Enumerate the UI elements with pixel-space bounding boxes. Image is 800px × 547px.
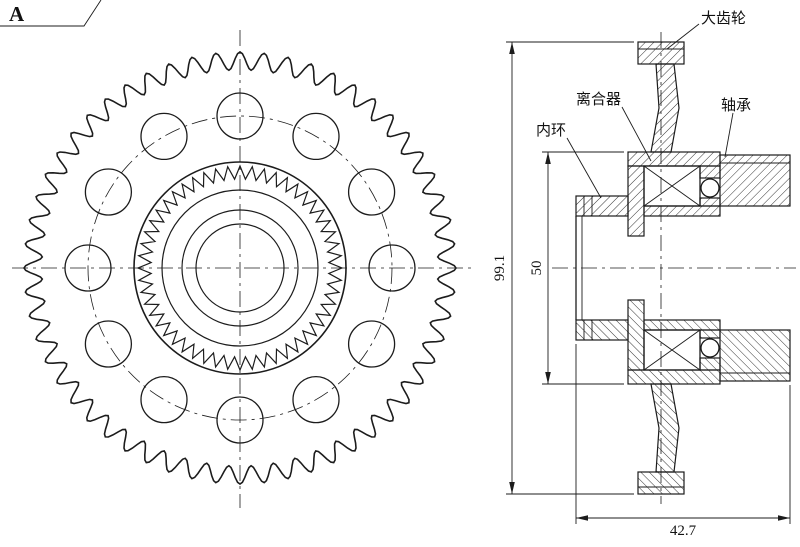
cage-cross-line bbox=[643, 165, 701, 207]
label-clutch: 离合器 bbox=[576, 91, 621, 108]
bearing-outer-race bbox=[699, 197, 721, 207]
bolt-hole bbox=[368, 244, 416, 292]
bolt-hole bbox=[216, 92, 264, 140]
gear-rim-section bbox=[637, 41, 685, 65]
bolt-hole bbox=[347, 320, 396, 368]
corner-zone-border bbox=[0, 0, 102, 27]
bearing-housing-section bbox=[719, 154, 791, 207]
dimension-text-overall-height: 99.1 bbox=[492, 255, 508, 281]
bolt-hole bbox=[292, 112, 340, 161]
bolt-hole bbox=[64, 244, 112, 292]
bearing-ball bbox=[700, 178, 720, 198]
bolt-circle-centerline bbox=[87, 115, 393, 421]
hub-circle-outer bbox=[161, 189, 319, 347]
inner-spline-teeth bbox=[136, 164, 344, 372]
bolt-hole bbox=[216, 396, 264, 444]
bolt-hole bbox=[84, 168, 133, 216]
section-view: 99.1 50 42.7 大齿轮 离合器 轴承 内环 bbox=[492, 10, 796, 539]
label-big-gear: 大齿轮 bbox=[701, 10, 746, 27]
front-view bbox=[12, 30, 472, 508]
bolt-hole bbox=[140, 112, 188, 161]
leader-line-big-gear bbox=[666, 23, 700, 50]
dimension-text-hub-height: 50 bbox=[529, 261, 545, 276]
bolt-hole bbox=[292, 375, 340, 424]
label-inner-ring: 内环 bbox=[536, 122, 566, 139]
hub-circle-middle bbox=[181, 209, 299, 327]
bearing-inner-race bbox=[699, 165, 721, 179]
section-half-mirror bbox=[575, 267, 791, 495]
gear-outer-teeth bbox=[23, 51, 457, 485]
bolt-hole bbox=[347, 168, 396, 216]
bolt-hole bbox=[140, 375, 188, 424]
section-half bbox=[575, 41, 791, 268]
label-bearing: 轴承 bbox=[721, 97, 751, 114]
spline-ring-outer-circle bbox=[133, 161, 347, 375]
bolt-hole bbox=[84, 320, 133, 368]
hub-plate-section bbox=[627, 151, 721, 167]
hub-bore-wall bbox=[643, 205, 721, 217]
gear-web-section bbox=[650, 63, 680, 153]
dimensions: 99.1 50 42.7 bbox=[492, 41, 791, 539]
leader-line-bearing bbox=[724, 112, 734, 158]
hub-bore-circle bbox=[195, 223, 285, 313]
callouts: 大齿轮 离合器 轴承 内环 bbox=[536, 10, 751, 199]
inner-ring-flange-section bbox=[575, 195, 629, 217]
corner-zone-label: A bbox=[9, 2, 25, 26]
bolt-holes bbox=[64, 92, 416, 444]
corner-zone-mark: A bbox=[0, 0, 102, 27]
clutch-section bbox=[627, 165, 645, 237]
leader-line-clutch bbox=[621, 106, 652, 162]
leader-line-inner-ring bbox=[566, 137, 602, 199]
dimension-text-width: 42.7 bbox=[670, 523, 697, 539]
